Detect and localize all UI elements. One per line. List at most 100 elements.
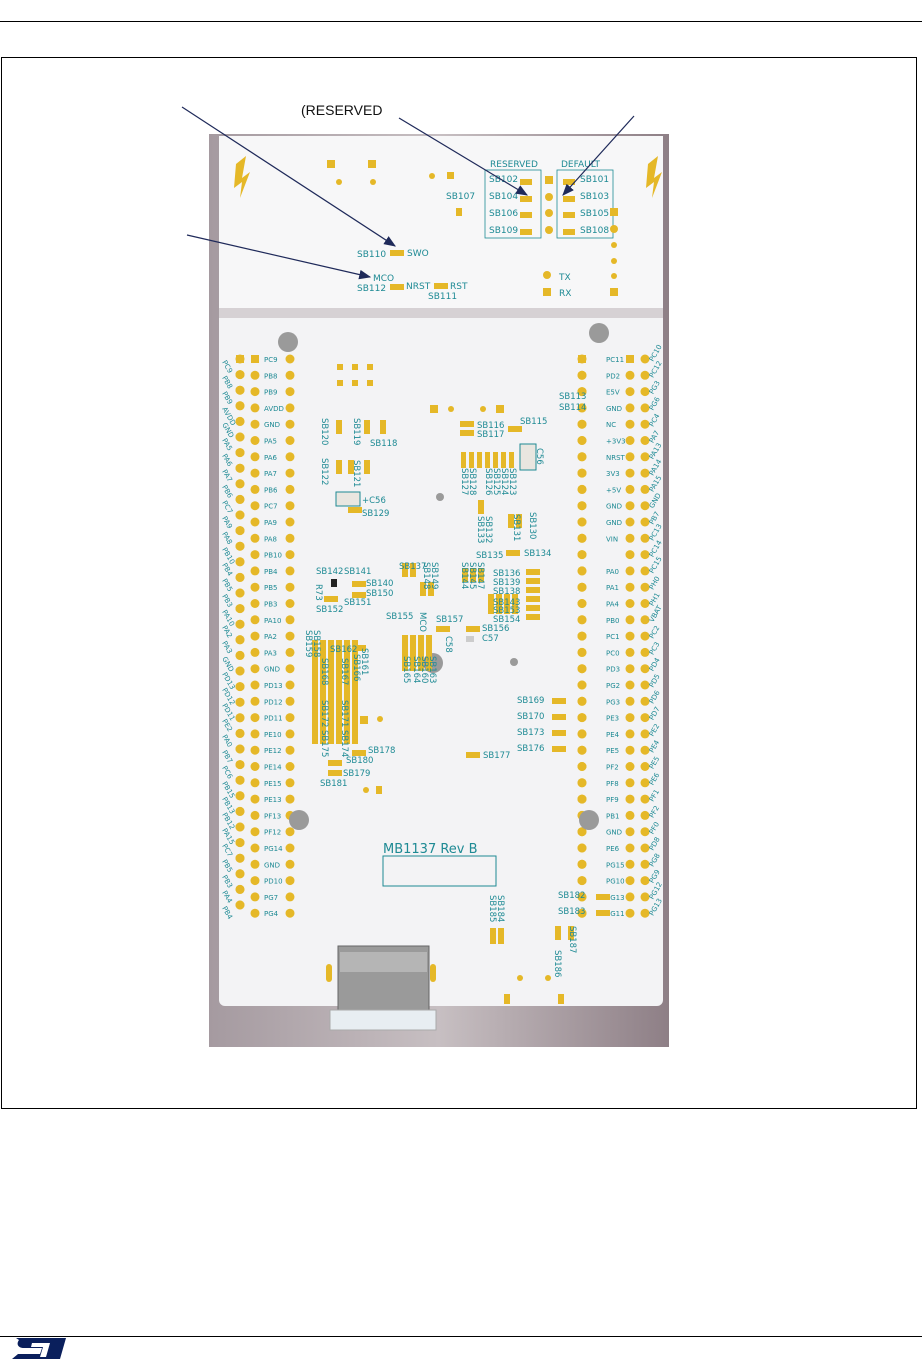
header-pin xyxy=(250,387,260,397)
header-pin xyxy=(640,452,650,462)
sb115-label: SB115 xyxy=(520,417,547,427)
sb173-label: SB173 xyxy=(517,728,544,738)
header-pin xyxy=(577,566,587,576)
header-pin xyxy=(577,908,587,918)
left-inner-header: PC9PB8PB9AVDDGNDPA5PA6PA7PB6PC7PA9PA8PB1… xyxy=(250,354,295,918)
header-pin xyxy=(625,582,635,592)
footer-rule xyxy=(0,1336,922,1337)
r73-label: R73 xyxy=(313,584,323,601)
header-pin xyxy=(235,822,245,832)
header-pin xyxy=(577,354,587,364)
pin-label: PA10 xyxy=(264,617,281,625)
pin-label: PB0 xyxy=(606,617,619,625)
header-pin xyxy=(250,680,260,690)
header-pin xyxy=(625,566,635,576)
pin-label: AVDD xyxy=(264,405,284,413)
header-pin xyxy=(640,550,650,560)
sb158-label: SB158 xyxy=(311,630,321,657)
sb139-label: SB139 xyxy=(493,578,520,588)
pin-label: PF13 xyxy=(264,812,281,820)
header-pin xyxy=(250,468,260,478)
sb174-label: SB174 xyxy=(339,730,349,757)
header-pin xyxy=(625,403,635,413)
sb180-label: SB180 xyxy=(346,756,373,766)
sb142-label: SB142 xyxy=(316,567,343,577)
header-pin xyxy=(250,582,260,592)
default-header: DEFAULT xyxy=(561,160,600,170)
header-pin xyxy=(640,387,650,397)
header-pin xyxy=(640,762,650,771)
pin-label: GND xyxy=(264,666,280,674)
sb109-label: SB109 xyxy=(489,226,518,236)
figure-frame xyxy=(1,57,917,1109)
sb105-label: SB105 xyxy=(580,209,609,219)
header-pin xyxy=(235,370,245,380)
sb161-label: SB161 xyxy=(359,648,369,675)
sb163-label: SB163 xyxy=(427,656,437,683)
sb175-label: SB175 xyxy=(319,730,329,757)
header-pin xyxy=(250,778,260,788)
header-pin xyxy=(577,664,587,674)
sb184-label: SB184 xyxy=(495,895,505,922)
sb181-label: SB181 xyxy=(320,779,347,789)
header-pin xyxy=(285,370,295,380)
header-pin xyxy=(640,354,650,364)
header-pin xyxy=(250,517,260,527)
header-pin xyxy=(640,778,650,788)
pin-label: PD12 xyxy=(264,698,283,706)
header-pin xyxy=(235,463,245,473)
sb110-label: SB110 xyxy=(357,250,386,260)
header-pin xyxy=(250,892,260,902)
reserved-header: RESERVED xyxy=(490,160,538,170)
header-pin xyxy=(577,876,587,886)
header-pin xyxy=(250,876,260,886)
header-pin xyxy=(235,619,245,629)
header-pin xyxy=(285,647,295,657)
pin-label: PF12 xyxy=(264,829,281,837)
pin-label: PG13 xyxy=(606,894,625,902)
swo-label: SWO xyxy=(407,249,429,259)
header-pin xyxy=(235,432,245,442)
sb138-label: SB138 xyxy=(493,587,520,597)
pin-label: PD10 xyxy=(264,878,283,886)
pin-label: PD11 xyxy=(264,715,283,723)
sb164-label: SB164 xyxy=(411,656,421,683)
header-pin xyxy=(285,713,295,723)
sb107-label: SB107 xyxy=(446,192,475,202)
header-pin xyxy=(640,827,650,837)
header-pin xyxy=(235,572,245,582)
header-pin xyxy=(235,682,245,692)
header-pin xyxy=(285,566,295,576)
mco-label: MCO xyxy=(373,274,394,284)
sb129-label: SB129 xyxy=(362,509,389,519)
pin-label: PD3 xyxy=(606,666,620,674)
sb137-label: SB137 xyxy=(399,562,426,572)
pin-label: VIN xyxy=(606,535,618,543)
header-pin xyxy=(577,745,587,755)
pin-label: PA8 xyxy=(264,535,277,543)
header-pin xyxy=(250,370,260,380)
header-pin xyxy=(625,778,635,788)
pin-label: GND xyxy=(264,861,280,869)
sb136-label: SB136 xyxy=(493,569,520,579)
header-pin xyxy=(625,745,635,755)
header-pin xyxy=(640,566,650,576)
c58-label: C58 xyxy=(443,636,453,653)
header-pin xyxy=(250,533,260,543)
header-pin xyxy=(285,827,295,837)
header-pin xyxy=(625,501,635,511)
header-pin xyxy=(577,778,587,788)
header-pin xyxy=(625,452,635,462)
header-pin xyxy=(250,696,260,706)
pin-label: PE12 xyxy=(264,747,282,755)
sb151-label: SB151 xyxy=(344,598,371,608)
header-pin xyxy=(626,355,634,363)
top-pads xyxy=(327,160,618,296)
header-pin xyxy=(625,533,635,543)
header-pin xyxy=(625,729,635,739)
header-pin xyxy=(625,810,635,820)
header-pin xyxy=(250,599,260,608)
sb121-label: SB121 xyxy=(351,460,361,487)
sb114-label: SB114 xyxy=(559,403,586,413)
sb106-label: SB106 xyxy=(489,209,518,219)
